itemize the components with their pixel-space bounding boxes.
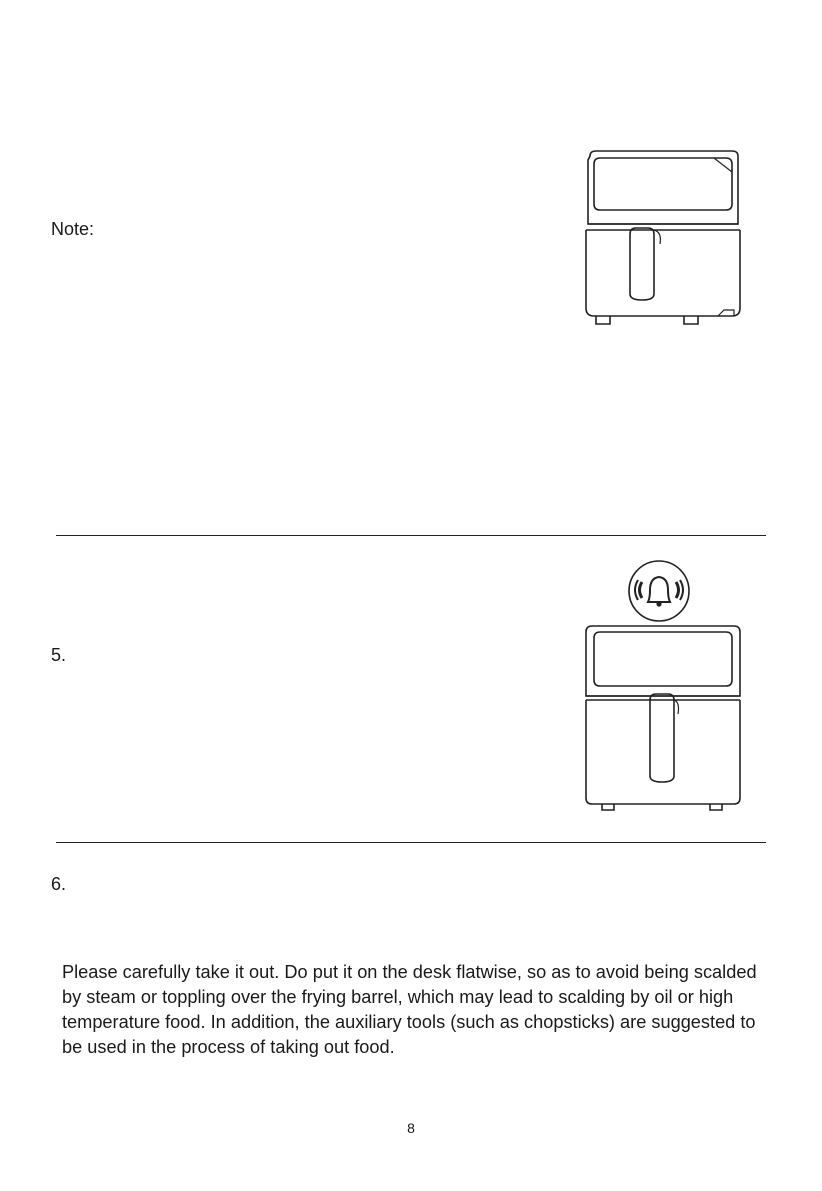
page-number: 8 xyxy=(407,1120,415,1136)
section-divider xyxy=(56,535,766,536)
air-fryer-illustration xyxy=(585,150,741,325)
bell-alert-icon xyxy=(628,560,690,622)
section-divider xyxy=(56,842,766,843)
note-label: Note: xyxy=(51,219,95,239)
step-6-instruction-text: Please carefully take it out. Do put it … xyxy=(62,962,757,1057)
step-6-number: 6. xyxy=(51,874,67,894)
air-fryer-illustration xyxy=(585,625,741,811)
step-5-number: 5. xyxy=(51,645,67,665)
